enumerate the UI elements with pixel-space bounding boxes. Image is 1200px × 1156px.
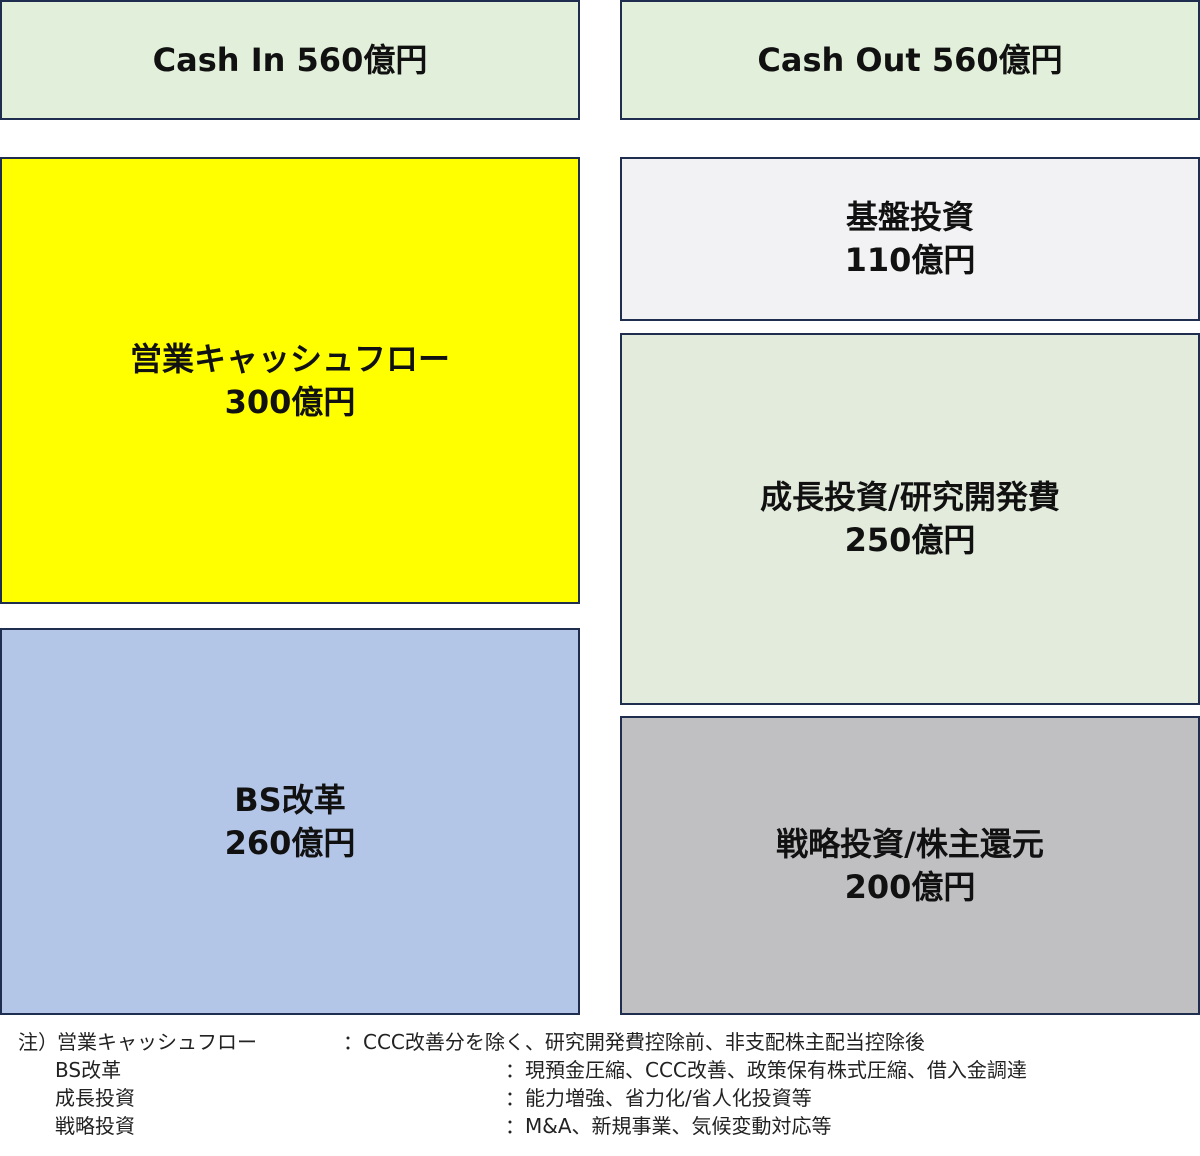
cash-in-header: Cash In 560億円 xyxy=(0,0,580,120)
box-amount: 260億円 xyxy=(224,823,356,862)
box-label: 成長投資/研究開発費 xyxy=(760,478,1060,516)
note-term: 営業キャッシュフロー xyxy=(57,1030,257,1054)
growth-investment-box: 成長投資/研究開発費 250億円 xyxy=(620,333,1200,705)
box-label: 戦略投資/株主還元 xyxy=(776,824,1044,863)
note-term: 戦略投資 xyxy=(55,1114,135,1138)
box-amount: 250億円 xyxy=(844,521,976,559)
cash-in-title: Cash In 560億円 xyxy=(152,40,428,79)
note-term: BS改革 xyxy=(55,1058,122,1082)
note-prefix: 注） xyxy=(18,1030,58,1054)
cash-out-title: Cash Out 560億円 xyxy=(757,40,1063,79)
bs-reform-box: BS改革 260億円 xyxy=(0,628,580,1015)
note-term: 成長投資 xyxy=(55,1086,135,1110)
note-desc: ：M&A、新規事業、気候変動対応等 xyxy=(505,1114,832,1138)
operating-cash-flow-box: 営業キャッシュフロー 300億円 xyxy=(0,157,580,604)
box-label: 営業キャッシュフロー xyxy=(129,339,450,378)
base-investment-box: 基盤投資 110億円 xyxy=(620,157,1200,321)
cash-out-header: Cash Out 560億円 xyxy=(620,0,1200,120)
note-desc: ：CCC改善分を除く、研究開発費控除前、非支配株主配当控除後 xyxy=(343,1030,925,1054)
box-amount: 300億円 xyxy=(224,382,356,421)
box-label: BS改革 xyxy=(234,780,346,819)
strategic-investment-box: 戦略投資/株主還元 200億円 xyxy=(620,716,1200,1015)
box-label: 基盤投資 xyxy=(845,198,974,236)
box-amount: 200億円 xyxy=(844,867,976,906)
box-amount: 110億円 xyxy=(844,241,976,279)
note-desc: ：能力増強、省力化/省人化投資等 xyxy=(505,1086,812,1110)
note-desc: ：現預金圧縮、CCC改善、政策保有株式圧縮、借入金調達 xyxy=(505,1058,1027,1082)
